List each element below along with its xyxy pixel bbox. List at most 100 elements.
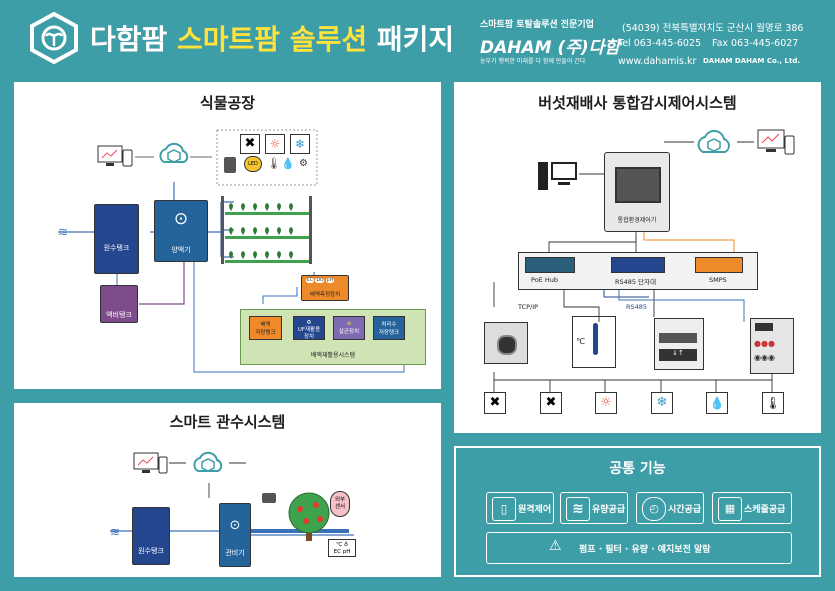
calendar-icon: ▦ xyxy=(718,497,742,521)
control-panel: ●●● ◉◉◉ xyxy=(750,318,794,374)
drain-sensor-label: 배액측정장치 xyxy=(309,292,341,298)
smps-label: SMPS xyxy=(709,276,727,284)
liquid-fertilizer-tank: 액비탱크 xyxy=(100,285,138,323)
integrated-environment-controller: 통합환경제어기 xyxy=(604,152,670,232)
brand-suffix: 패키지 xyxy=(376,23,455,56)
uf-line1: UF재활용 xyxy=(297,327,321,333)
sensor-ec: EC xyxy=(306,278,314,283)
raw-tank-label: 원수탱크 xyxy=(103,244,130,252)
celsius-label: ℃ xyxy=(576,337,585,346)
rs485-terminal-device xyxy=(611,257,665,273)
temperature-sensor: ℃ xyxy=(572,316,616,368)
smps-device xyxy=(695,257,743,273)
network-equipment-bar: PoE Hub RS485 단자대 SMPS xyxy=(518,252,758,290)
cloud-icon xyxy=(156,140,192,168)
cooler-icon: ❄ xyxy=(290,134,310,154)
sensor-do: DO xyxy=(315,278,325,283)
cloud-icon xyxy=(190,449,226,477)
fan-icon: ✖ xyxy=(484,392,506,414)
fan-icon: ✖ xyxy=(240,134,260,154)
water-wave-icon: ≋ xyxy=(110,525,121,539)
liquid-tank-label: 액비탱크 xyxy=(106,311,132,319)
drain-tank-line1: 배액 xyxy=(260,322,271,328)
irrigator-label: 관비기 xyxy=(225,549,245,557)
rs485-terminal-label: RS485 단자대 xyxy=(615,278,657,286)
drain-measurement-device: EC DO pH 배액측정장치 xyxy=(301,275,349,301)
uv-icon: ⊘ xyxy=(346,321,352,327)
temperature-humidity-icon: 🌡💧 xyxy=(267,157,295,170)
led-label: LED xyxy=(244,156,262,172)
raw-water-tank: 원수탱크 xyxy=(94,204,139,274)
sterilizer-device: ⊘ 살균장치 xyxy=(333,316,365,340)
feature-time-supply: ◴ 시간공급 xyxy=(636,492,704,524)
switches-icon: ◉◉◉ xyxy=(754,353,775,362)
brand-prefix: 다함팜 xyxy=(90,23,168,56)
company-logo: DAHAM (주)다함 xyxy=(480,38,620,58)
mushroom-connectors xyxy=(493,141,773,392)
raw-water-tank: 원수탱크 xyxy=(132,507,170,565)
exhaust-fan-icon: ✖ xyxy=(540,392,562,414)
page-title: 다함팜 스마트팜 솔루션 패키지 xyxy=(90,18,454,58)
treated-line2: 저장탱크 xyxy=(378,330,400,336)
heater-icon: ☼ xyxy=(595,392,617,414)
feature-flow-supply: ≋ 유량공급 xyxy=(560,492,628,524)
poe-hub-device xyxy=(525,257,575,273)
footer-logo: DAHAM DAHAM Co., Ltd. xyxy=(703,57,800,65)
weather-line1: 외부 xyxy=(334,497,346,503)
humidifier-icon: 💧 xyxy=(706,392,728,414)
remote-icon: ▯ xyxy=(492,497,516,521)
feature-label-remote: 원격제어 xyxy=(518,505,552,515)
uf-recycling-device: ♻ UF재활용 장치 xyxy=(293,316,325,340)
heater-icon: ☼ xyxy=(265,134,285,154)
company-tel: Tel 063-445-6025 xyxy=(618,38,701,49)
feature-schedule-supply: ▦ 스케줄공급 xyxy=(712,492,792,524)
camera-icon xyxy=(262,493,276,503)
computer-phone-icon xyxy=(756,128,796,158)
external-weather-sensor: 외부 센서 xyxy=(330,491,350,517)
irrigation-title: 스마트 관수시스템 xyxy=(169,413,286,431)
nutrient-mixer: ⊙ 양액기 xyxy=(154,200,208,262)
tcp-ip-label: TCP/IP xyxy=(518,303,539,311)
sensor-codes: EC DO pH xyxy=(306,278,335,283)
water-wave-icon: ≋ xyxy=(566,497,590,521)
feature-label-schedule: 스케줄공급 xyxy=(744,505,786,515)
reuse-system-label: 배액재활용시스템 xyxy=(310,352,356,359)
irrigation-raw-tank-label: 원수탱크 xyxy=(138,547,164,555)
cctv-camera xyxy=(484,322,528,364)
company-website[interactable]: www.dahamis.kr xyxy=(618,56,697,67)
alarm-label: 펌프 · 필터 · 유량 · 예지보전 알람 xyxy=(579,545,711,555)
soil-sensor-line1: ℃ ♁ xyxy=(336,542,348,548)
thermo-hygro-icon: 🌡 xyxy=(762,392,784,414)
treated-water-tank: 처리수 저장탱크 xyxy=(373,316,405,340)
company-address: (54039) 전북특별자치도 군산시 월명로 386 xyxy=(622,23,804,34)
irrigation-connectors xyxy=(110,462,354,536)
fruit-tree-icon xyxy=(276,491,342,545)
co2-icon: ⚙ xyxy=(299,158,308,169)
rs485-label: RS485 xyxy=(626,303,648,311)
brand-highlight: 스마트팜 솔루션 xyxy=(177,23,368,56)
uf-line2: 장치 xyxy=(303,334,315,340)
company-slogan: 농부가 행복한 미래를 다 함께 만들어 간다 xyxy=(480,58,586,65)
drain-storage-tank: 배액 저장탱크 xyxy=(249,316,282,340)
indicator-lights-icon: ●●● xyxy=(754,339,775,348)
plant-factory-panel: 식물공장 xyxy=(14,82,441,389)
clock-icon: ◴ xyxy=(642,497,666,521)
common-features-title: 공통 기능 xyxy=(609,461,666,477)
wifi-drop-icon: ⊙ xyxy=(229,518,241,533)
desktop-computer-icon xyxy=(538,160,578,192)
controller-screen xyxy=(615,167,661,203)
plant-factory-title: 식물공장 xyxy=(199,94,256,112)
company-tagline: 스마트팜 토탈솔루션 전문기업 xyxy=(480,20,594,30)
feature-label-flow: 유량공급 xyxy=(592,505,626,515)
cloud-icon xyxy=(694,128,734,158)
siren-icon: ⚠ xyxy=(549,538,562,554)
led-icon: LED xyxy=(244,156,262,176)
computer-phone-icon xyxy=(132,451,168,479)
sterilizer-label: 살균장치 xyxy=(338,329,360,335)
logo-hexagon-icon xyxy=(28,11,80,65)
sensor-ph: pH xyxy=(325,278,335,283)
arrows-icon: ↓↑ xyxy=(659,349,697,361)
wifi-drop-icon: ⊙ xyxy=(173,209,189,229)
company-fax: Fax 063-445-6027 xyxy=(712,38,799,49)
soil-sensor-line2: EC pH xyxy=(333,549,351,555)
